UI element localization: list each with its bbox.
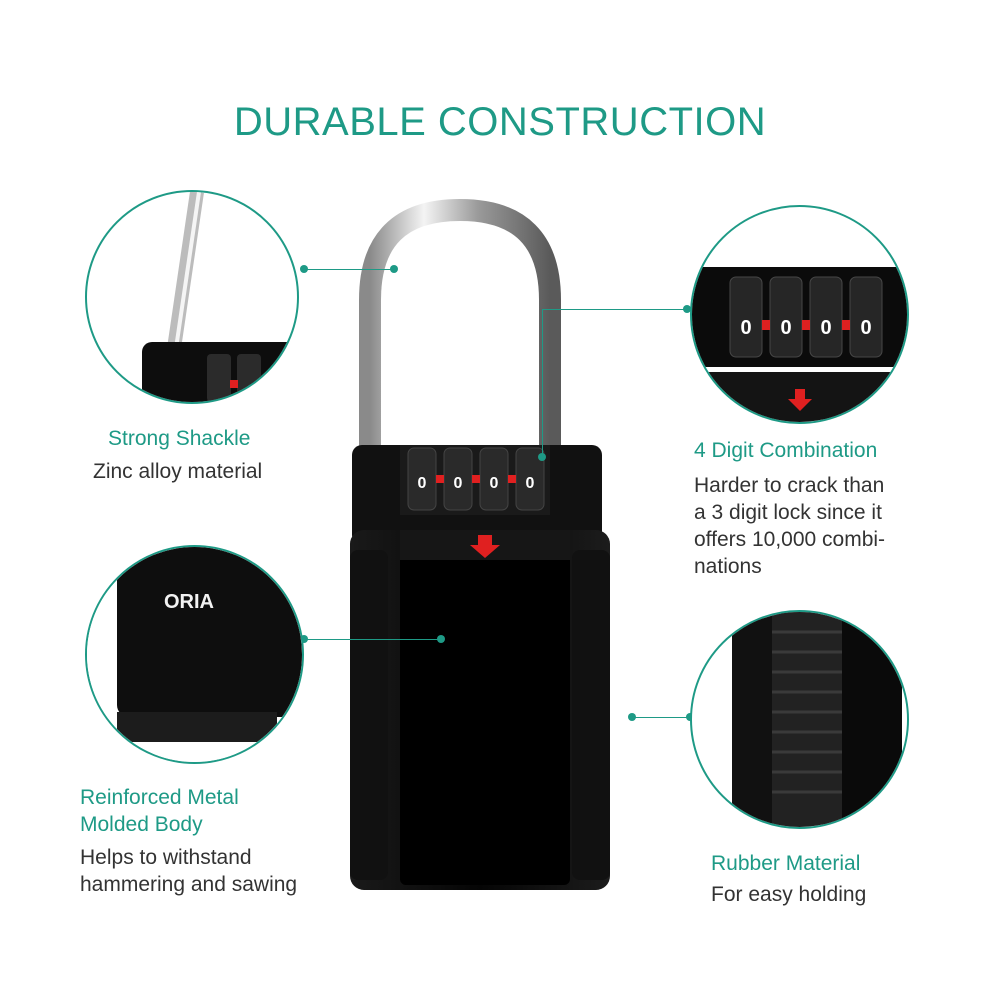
body-detail-circle: ORIA [85,545,304,764]
svg-text:0: 0 [820,317,831,339]
feature-desc-line: Helps to withstand [80,846,252,869]
feature-desc-line: hammering and sawing [80,873,298,896]
svg-text:0: 0 [490,475,499,492]
down-arrow-icon [470,535,500,558]
feature-rubber: Rubber Material For easy holding [711,850,866,908]
svg-text:0: 0 [418,475,427,492]
brand-logo: ORIA [164,591,214,613]
feature-title-line: Molded Body [80,813,203,836]
feature-body: Reinforced Metal Molded Body Helps to wi… [80,784,297,898]
feature-combination: 4 Digit Combination Harder to crack than… [694,437,994,580]
svg-text:0: 0 [860,317,871,339]
feature-desc-line: Harder to crack than [694,474,885,497]
svg-text:0: 0 [454,475,463,492]
combination-detail-circle: 0 0 0 0 [690,205,909,424]
svg-text:0: 0 [526,475,535,492]
feature-title-line: Reinforced Metal [80,786,239,809]
svg-text:0: 0 [740,317,751,339]
feature-desc: Zinc alloy material [93,460,263,483]
feature-desc-line: nations [694,555,762,578]
feature-desc-line: offers 10,000 combi- [694,528,886,551]
feature-title: 4 Digit Combination [694,439,878,462]
feature-desc-line: a 3 digit lock since it [694,501,882,524]
shackle-detail-circle [85,190,299,404]
feature-shackle: Strong Shackle Zinc alloy material [93,425,262,485]
combination-dials: 0 0 0 0 [400,445,550,515]
feature-title: Rubber Material [711,852,861,875]
feature-desc: For easy holding [711,883,867,906]
page-title: DURABLE CONSTRUCTION [233,100,767,144]
lockbox-image: 0 0 0 0 [350,198,610,890]
feature-title: Strong Shackle [108,427,251,450]
svg-text:0: 0 [780,317,791,339]
rubber-detail-circle [690,610,909,829]
